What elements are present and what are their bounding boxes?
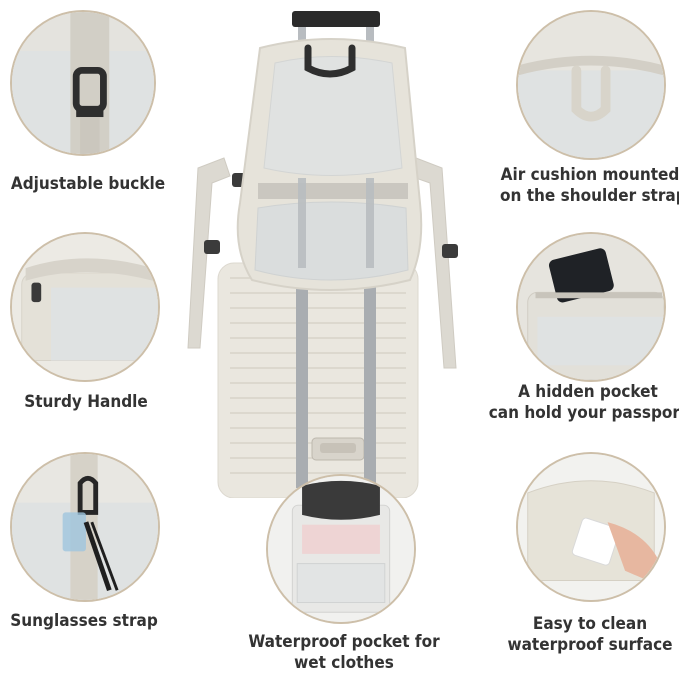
caption-sunglasses-strap: Sunglasses strap bbox=[10, 611, 158, 631]
feature-image-adjustable-buckle bbox=[10, 10, 156, 156]
caption-easy-clean-line1: Easy to clean bbox=[532, 614, 648, 634]
caption-waterproof-pocket-line1: Waterproof pocket for bbox=[248, 632, 440, 652]
caption-adjustable-buckle: Adjustable buckle bbox=[10, 174, 166, 194]
suitcase bbox=[217, 262, 419, 498]
caption-air-cushion: Air cushion mounted on the shoulder stra… bbox=[500, 165, 679, 207]
backpack-body bbox=[236, 38, 423, 291]
caption-air-cushion-line2: on the shoulder strap bbox=[500, 186, 679, 206]
caption-waterproof-pocket: Waterproof pocket for wet clothes bbox=[244, 632, 444, 674]
feature-image-sturdy-handle bbox=[10, 232, 160, 382]
feature-image-waterproof-pocket bbox=[266, 474, 416, 624]
main-product-image bbox=[180, 8, 480, 498]
feature-image-air-cushion bbox=[516, 10, 666, 160]
caption-hidden-pocket-line1: A hidden pocket bbox=[518, 382, 658, 402]
feature-image-hidden-pocket bbox=[516, 232, 666, 382]
caption-hidden-pocket: A hidden pocket can hold your passport bbox=[488, 382, 679, 424]
caption-waterproof-pocket-line2: wet clothes bbox=[294, 653, 394, 673]
caption-easy-clean-line2: waterproof surface bbox=[507, 635, 673, 655]
feature-image-sunglasses-strap bbox=[10, 452, 160, 602]
caption-hidden-pocket-line2: can hold your passport bbox=[488, 403, 679, 423]
caption-air-cushion-line1: Air cushion mounted bbox=[500, 165, 679, 185]
feature-image-easy-clean bbox=[516, 452, 666, 602]
caption-sturdy-handle: Sturdy Handle bbox=[24, 392, 148, 412]
caption-easy-clean: Easy to clean waterproof surface bbox=[500, 614, 679, 656]
